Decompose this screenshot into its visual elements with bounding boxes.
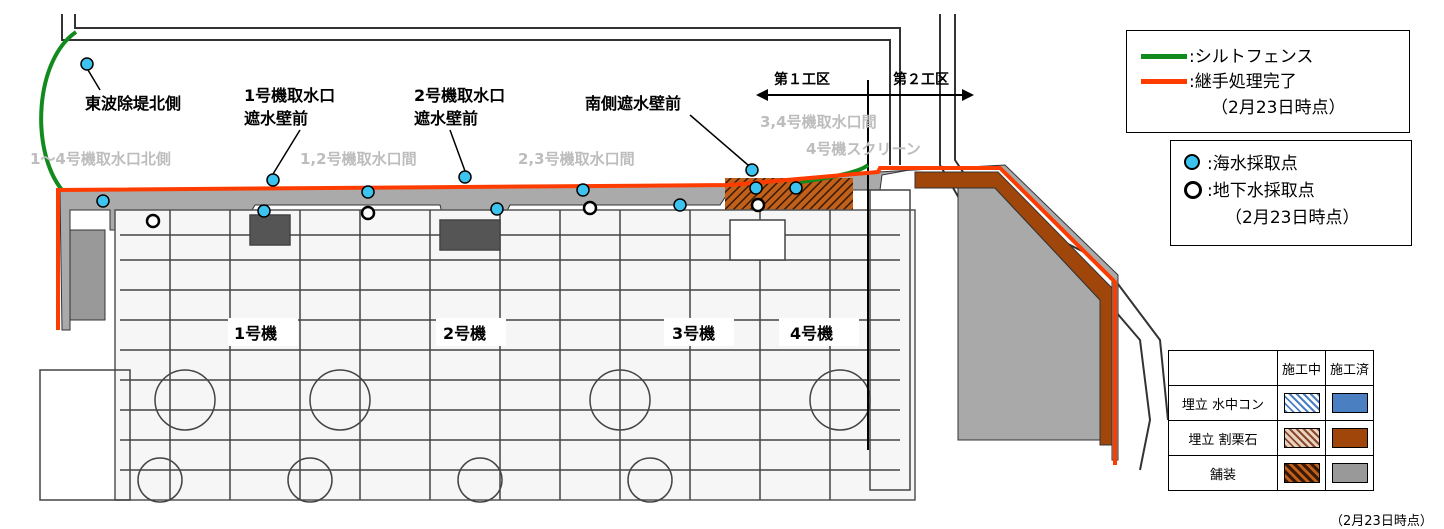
label-unit12-between: 1,2号機取水口間	[300, 150, 417, 168]
plant-structures	[39, 189, 916, 503]
blue-solid-swatch	[1331, 393, 1368, 413]
swatch-cell	[1325, 385, 1375, 421]
label-unit2-intake: 2号機取水口	[414, 86, 505, 105]
table-row: 舗装	[1168, 455, 1375, 491]
seawater-point-icon	[1184, 154, 1200, 170]
label-zone2: 第２工区	[893, 71, 949, 88]
sea-point-north	[96, 194, 110, 208]
construction-status-table: 施工中 施工済 埋立 水中コン 埋立 割栗石 舗装	[1168, 350, 1375, 491]
ground-point-1	[145, 213, 161, 229]
label-unit23-between: 2,3号機取水口間	[518, 150, 635, 168]
swatch-cell	[1276, 385, 1327, 421]
dark-hatch-swatch	[1283, 463, 1320, 483]
right-brown-band	[914, 171, 1113, 446]
silt-fence-swatch	[1141, 54, 1187, 59]
sea-point-23a	[490, 202, 504, 216]
row-label: 埋立 水中コン	[1168, 385, 1278, 421]
groundwater-points	[145, 197, 766, 229]
sea-point-34b	[749, 181, 763, 195]
legend-joint-date: （2月23日時点）	[1211, 98, 1346, 118]
brown-solid-swatch	[1331, 428, 1368, 448]
label-unit2: 2号機	[443, 324, 486, 343]
label-unit1-wall: 遮水壁前	[244, 109, 308, 128]
brown-hatch-swatch	[1283, 428, 1320, 448]
table-header-row: 施工中 施工済	[1168, 350, 1375, 386]
label-zone1: 第１工区	[774, 71, 830, 88]
silt-fence-north	[39, 30, 78, 192]
ground-point-3	[582, 200, 598, 216]
header-done: 施工済	[1325, 350, 1375, 386]
unit2-label-bg	[436, 318, 506, 346]
legend-points-date: （2月23日時点）	[1225, 208, 1360, 228]
sea-point-breakwater-north	[80, 57, 94, 71]
label-unit3: 3号機	[672, 324, 715, 343]
table-row: 埋立 水中コン	[1168, 385, 1375, 421]
gray-solid-swatch	[1331, 463, 1368, 483]
swatch-cell	[1276, 455, 1327, 491]
leader-lines	[87, 69, 749, 175]
label-unit34-between: 3,4号機取水口間	[760, 113, 877, 131]
sea-point-south-front	[745, 163, 759, 177]
left-building	[69, 229, 106, 321]
label-unit4-screen: 4号機スクリーン	[806, 140, 921, 158]
groundwater-point-icon	[1184, 181, 1202, 199]
legend-lines-box: :シルトフェンス :継手処理完了 （2月23日時点）	[1126, 30, 1410, 133]
swatch-cell	[1325, 420, 1375, 456]
sea-point-12b	[361, 185, 375, 199]
unit1-label-bg	[228, 318, 298, 346]
legend-seawater-text: :海水採取点	[1207, 154, 1298, 174]
table-corner-cell	[1168, 350, 1278, 386]
joint-completed-line	[56, 166, 1117, 465]
legend-joint-done-text: :継手処理完了	[1189, 72, 1297, 92]
zone-arrow-right-head	[962, 89, 974, 101]
label-unit1: 1号機	[234, 324, 277, 343]
table-row: 埋立 割栗石	[1168, 420, 1375, 456]
sea-point-34a	[673, 198, 687, 212]
label-east-breakwater-north: 東波除堤北側	[85, 94, 181, 113]
unit4-label-bg	[779, 318, 859, 346]
legend-points-box: :海水採取点 :地下水採取点 （2月23日時点）	[1170, 140, 1412, 246]
swatch-cell	[1325, 455, 1375, 491]
sea-point-23b	[576, 183, 590, 197]
seawater-points	[80, 57, 803, 218]
sea-point-screen	[789, 181, 803, 195]
label-unit4: 4号機	[790, 324, 833, 343]
right-slope-area	[957, 187, 1101, 441]
legend-groundwater-text: :地下水採取点	[1207, 181, 1315, 201]
label-south-wall-front: 南側遮水壁前	[585, 94, 681, 113]
header-in-progress: 施工中	[1276, 350, 1327, 386]
unit3-label-bg	[664, 318, 734, 346]
legend-silt-fence-text: :シルトフェンス	[1189, 47, 1314, 67]
label-unit1-4-north: 1～4号機取水口北側	[30, 150, 171, 168]
ground-point-4	[750, 197, 766, 213]
sea-point-12a	[257, 204, 271, 218]
sea-point-unit1-front	[266, 173, 280, 187]
zone-arrow-left-head	[756, 89, 768, 101]
sea-point-unit2-front	[458, 170, 472, 184]
ground-point-2	[360, 205, 376, 221]
table-date-note: （2月23日時点）	[1330, 514, 1433, 529]
label-unit2-wall: 遮水壁前	[414, 109, 478, 128]
blue-hatch-swatch	[1283, 393, 1320, 413]
swatch-cell	[1276, 420, 1327, 456]
row-label: 埋立 割栗石	[1168, 420, 1278, 456]
row-label: 舗装	[1168, 455, 1278, 491]
label-unit1-intake: 1号機取水口	[244, 86, 335, 105]
joint-done-swatch	[1141, 79, 1187, 84]
